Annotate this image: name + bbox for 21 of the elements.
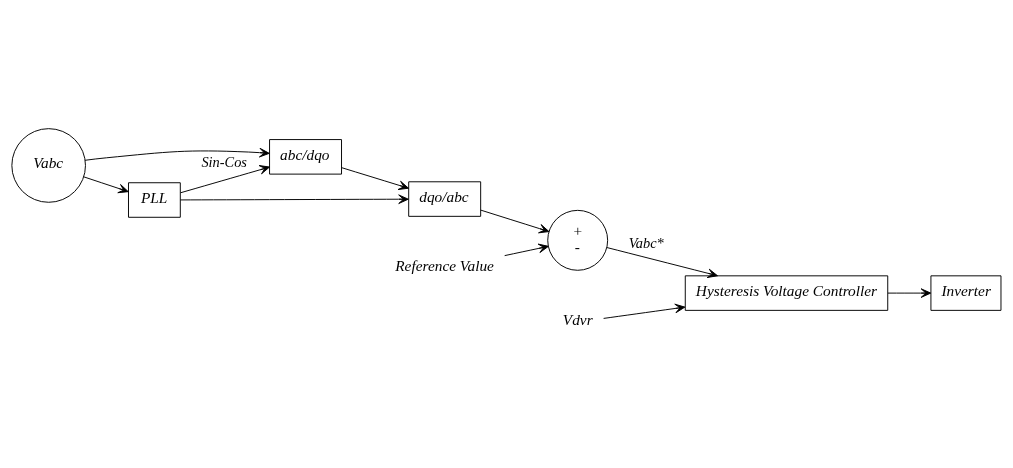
node-text: Vdvr — [562, 310, 593, 328]
edge-label: Sin-Cos — [201, 154, 247, 171]
arrow — [606, 247, 718, 279]
arrow — [341, 167, 409, 190]
arrow — [603, 303, 686, 319]
node-box: PLL — [128, 182, 181, 218]
arrow — [179, 194, 409, 204]
node-circle: + - — [547, 209, 609, 271]
arrow — [180, 165, 271, 194]
node-text: Reference Value — [395, 256, 494, 274]
arrow — [480, 209, 550, 234]
arrow — [504, 243, 549, 257]
arrow — [83, 176, 129, 194]
node-box: abc/dqo — [269, 139, 342, 175]
node-box: dqo/abc — [408, 181, 482, 217]
arrow — [887, 288, 932, 298]
node-circle: Vabc — [11, 128, 86, 203]
arrow — [84, 147, 270, 161]
node-box: Inverter — [930, 275, 1002, 311]
node-box: Hysteresis Voltage Controller — [684, 275, 889, 311]
edge-label: Vabc* — [628, 235, 664, 251]
